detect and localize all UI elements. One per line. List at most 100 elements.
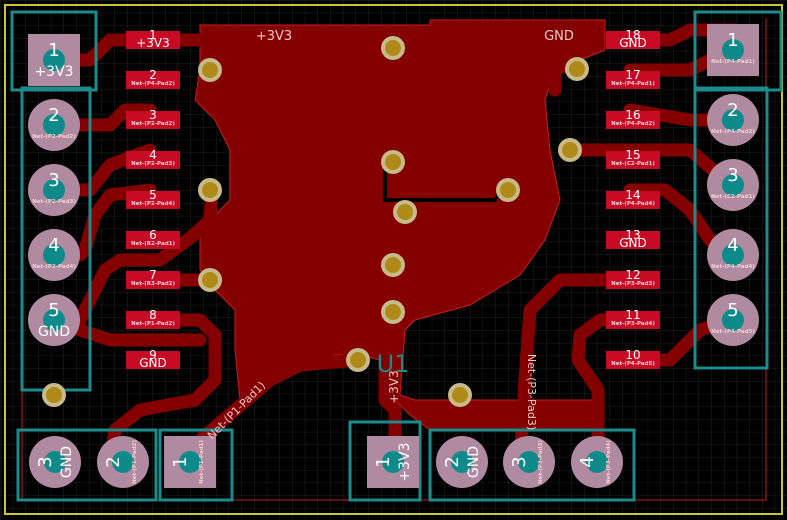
via-hole	[385, 257, 401, 273]
chip-pin-pad	[126, 271, 180, 289]
chip-pin-net: Net-(R3-Pad2)	[131, 281, 175, 287]
header-pad-net: Net-(P4-Pad2)	[711, 129, 755, 135]
header-pad-net: GND	[466, 446, 482, 478]
chip-pin-net: Net-(P4-Pad2)	[131, 81, 175, 87]
track-label-p3-pad3: Net-(P3-Pad3)	[525, 354, 538, 430]
chip-pin-number: 18	[625, 28, 640, 42]
header-pad-1: 1 Net-(P1-Pad1)	[164, 436, 216, 488]
chip-pin-pad	[126, 151, 180, 169]
courtyard-6	[693, 10, 783, 92]
chip-pin-pad	[606, 351, 660, 369]
header-pad-net: GND	[59, 446, 75, 478]
chip-pin-1: 1+3V3	[126, 28, 180, 50]
via-hole	[46, 387, 62, 403]
chip-pin-net: Net-(P2-Pad4)	[131, 201, 175, 207]
via-hole	[562, 142, 578, 158]
drill-hole	[722, 39, 744, 61]
pads-layer: 1+3V32Net-(P4-Pad2)3Net-(P2-Pad2)4Net-(P…	[28, 24, 759, 488]
chip-pin-net: Net-(R2-Pad1)	[131, 241, 175, 247]
header-pad-number: 2	[727, 100, 738, 121]
drill-hole	[722, 309, 744, 331]
header-pad-number: 2	[442, 456, 463, 467]
chip-pin-pad	[606, 71, 660, 89]
chip-pin-net: GND	[619, 236, 647, 250]
chip-pin-number: 6	[149, 228, 157, 242]
header-pad-1: 1+3V3	[28, 34, 80, 86]
chip-pin-pad	[606, 31, 660, 49]
header-pad-number: 4	[727, 235, 738, 256]
via-hole	[385, 40, 401, 56]
header-pad-number: 3	[35, 456, 56, 467]
chip-pin-pad	[126, 231, 180, 249]
drill-hole	[722, 174, 744, 196]
chip-pin-pad	[126, 191, 180, 209]
header-pad-number: 4	[48, 235, 59, 256]
chip-pin-pad	[606, 271, 660, 289]
trace-4	[73, 183, 157, 262]
header-pad-net: Net-(P1-Pad1)	[199, 440, 205, 484]
header-pad-net: Net-(P2-Pad2)	[32, 134, 76, 140]
chip-pin-net: Net-(P3-Pad4)	[611, 321, 655, 327]
chip-pin-number: 12	[625, 268, 640, 282]
chip-pin-pad	[126, 351, 180, 369]
header-pad-number: 5	[727, 300, 738, 321]
drill-hole	[43, 49, 65, 71]
board-outline	[4, 4, 783, 515]
header-pad-net: Net-(P4-Pad1)	[711, 59, 755, 65]
trace-8	[103, 313, 222, 469]
chip-pin-net: GND	[619, 36, 647, 50]
courtyard-2	[16, 428, 158, 502]
chip-pin-number: 2	[149, 68, 157, 82]
via-hole	[500, 182, 516, 198]
via-hole	[202, 272, 218, 288]
via-hole	[385, 304, 401, 320]
header-pad-number: 1	[170, 456, 191, 467]
courtyard-7	[693, 86, 769, 370]
chip-pin-number: 10	[625, 348, 640, 362]
drill-hole	[43, 244, 65, 266]
chip-pin-net: +3V3	[136, 36, 170, 50]
vias-layer	[42, 36, 589, 407]
header-pad-net: GND	[38, 324, 70, 340]
chip-pin-number: 1	[149, 28, 157, 42]
header-pad-1: 1+3V3	[367, 436, 419, 488]
chip-pin-net: Net-(C2-Pad1)	[611, 161, 655, 167]
courtyard-4	[348, 420, 422, 502]
drill-hole	[518, 451, 540, 473]
chip-pin-net: Net-(P4-Pad5)	[611, 361, 655, 367]
header-pad-number: 4	[577, 456, 598, 467]
chip-pin-net: Net-(P4-Pad1)	[611, 81, 655, 87]
chip-pin-number: 16	[625, 108, 640, 122]
drill-hole	[382, 451, 404, 473]
drill-hole	[44, 451, 66, 473]
drill-hole	[179, 451, 201, 473]
chip-pin-pad	[606, 111, 660, 129]
header-pad-net: Net-(P2-Pad3)	[32, 199, 76, 205]
chip-pin-number: 15	[625, 148, 640, 162]
header-pad-number: 3	[48, 170, 59, 191]
header-pad-net: Net-(P1-Pad2)	[132, 440, 138, 484]
courtyard-0	[10, 10, 98, 92]
chip-pin-net: Net-(P1-Pad2)	[131, 321, 175, 327]
via-hole	[202, 182, 218, 198]
